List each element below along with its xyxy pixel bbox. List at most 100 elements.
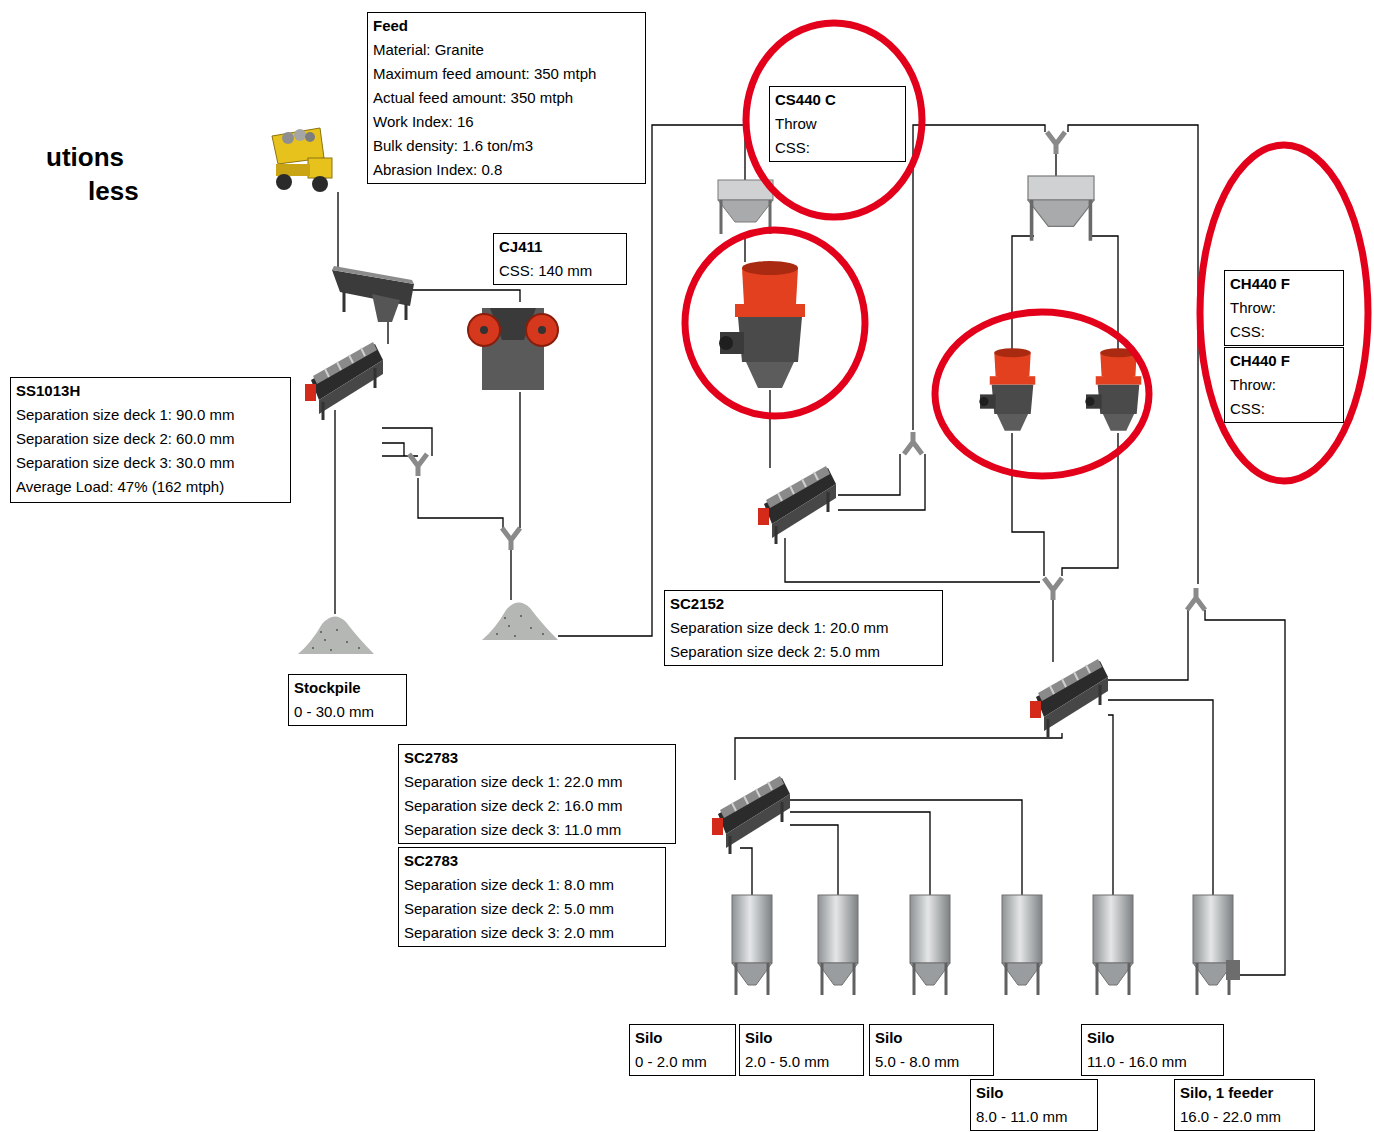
flow-lines: [334, 410, 335, 614]
box-line: CSS:: [1230, 320, 1338, 344]
box-line: 8.0 - 11.0 mm: [976, 1105, 1092, 1129]
box-line: Separation size deck 2: 5.0 mm: [404, 897, 660, 921]
box-line: Separation size deck 1: 8.0 mm: [404, 873, 660, 897]
highlight-ring: [1200, 145, 1368, 481]
equipment-box: SC2783Separation size deck 1: 8.0 mmSepa…: [398, 847, 666, 947]
screen-icon: [305, 342, 383, 420]
box-heading: SC2152: [670, 592, 937, 616]
silo-label: Silo5.0 - 8.0 mm: [869, 1024, 994, 1076]
screen-icon: [1030, 659, 1108, 737]
box-heading: SC2783: [404, 746, 670, 770]
box-heading: Stockpile: [294, 676, 401, 700]
flow-lines: [387, 322, 388, 344]
box-heading: Silo: [745, 1026, 858, 1050]
box-line: Work Index: 16: [373, 110, 640, 134]
flow-lines: [790, 812, 930, 898]
box-line: 2.0 - 5.0 mm: [745, 1050, 858, 1074]
highlight-ring: [935, 312, 1149, 476]
box-line: CSS: 140 mm: [499, 259, 621, 283]
dump-truck: [282, 132, 294, 144]
flow-lines: [337, 192, 338, 268]
box-line: Separation size deck 3: 11.0 mm: [404, 818, 670, 842]
box-line: 0 - 30.0 mm: [294, 700, 401, 724]
vibrating-grizzly-feeder: [332, 266, 414, 284]
highlight-ring: [685, 230, 865, 416]
jaw-crusher: [480, 326, 488, 334]
equipment-box: CH440 FThrow:CSS:: [1224, 270, 1344, 346]
box-line: Separation size deck 3: 30.0 mm: [16, 451, 285, 475]
flow-lines: [1108, 700, 1213, 898]
box-heading: Feed: [373, 14, 640, 38]
vibrating-grizzly-feeder: [344, 292, 406, 320]
box-heading: Silo: [875, 1026, 988, 1050]
flow-lines: [1052, 600, 1053, 662]
dump-truck: [276, 174, 292, 190]
vibrating-grizzly-feeder: [332, 266, 414, 322]
equipment-box: CJ411CSS: 140 mm: [493, 233, 627, 285]
silo-icon: [1093, 895, 1133, 995]
box-line: 16.0 - 22.0 mm: [1180, 1105, 1309, 1129]
box-heading: CH440 F: [1230, 272, 1338, 296]
box-line: 11.0 - 16.0 mm: [1087, 1050, 1218, 1074]
jaw-crusher: [538, 326, 546, 334]
highlight-ring: [746, 23, 922, 217]
merge-icon: [409, 454, 427, 476]
flow-lines: [1012, 236, 1034, 350]
box-line: Material: Granite: [373, 38, 640, 62]
box-line: Separation size deck 2: 16.0 mm: [404, 794, 670, 818]
vibrating-grizzly-feeder: [372, 294, 400, 322]
flow-lines: [735, 733, 1062, 780]
box-line: Separation size deck 1: 20.0 mm: [670, 616, 937, 640]
dump-truck: [276, 164, 310, 176]
flow-lines: [382, 443, 404, 456]
box-line: CSS:: [775, 136, 900, 160]
flow-lines: [1108, 715, 1113, 898]
box-heading: Silo: [1087, 1026, 1218, 1050]
equipment-box: SS1013HSeparation size deck 1: 90.0 mm Se…: [10, 377, 291, 503]
flow-lines: [382, 428, 432, 456]
box-line: Separation size deck 1: 90.0 mm: [16, 403, 285, 427]
screen-icon: [712, 776, 790, 854]
box-line: Throw: [775, 112, 900, 136]
merge-icon: [502, 528, 520, 550]
flow-lines: [790, 825, 838, 898]
flow-lines: [418, 478, 503, 528]
flow-lines: [558, 125, 745, 636]
cone-crusher: [1085, 348, 1141, 431]
box-line: Separation size deck 1: 22.0 mm: [404, 770, 670, 794]
box-heading: SS1013H: [16, 379, 285, 403]
box-line: CSS:: [1230, 397, 1338, 421]
cut-off-heading: less: [88, 176, 139, 206]
equipment-box: CH440 FThrow:CSS:: [1224, 347, 1344, 423]
dump-truck: [312, 176, 328, 192]
box-heading: Silo, 1 feeder: [1180, 1081, 1309, 1105]
flow-lines: [1108, 610, 1188, 680]
screen-icon: [758, 466, 836, 544]
silo-label: Silo11.0 - 16.0 mm: [1081, 1024, 1224, 1076]
silo-icon: [910, 895, 950, 995]
surge-bin-icon: [718, 180, 773, 234]
flow-lines: [1012, 433, 1044, 576]
equipment-box: CS440 CThrowCSS:: [769, 86, 906, 162]
silo-icon: [818, 895, 858, 995]
box-heading: Silo: [635, 1026, 730, 1050]
merge-icon: [1044, 578, 1062, 600]
flow-lines: [790, 800, 1022, 898]
box-line: Bulk density: 1.6 ton/m3: [373, 134, 640, 158]
equipment-box: SC2152Separation size deck 1: 20.0 mmSep…: [664, 590, 943, 666]
flow-lines: [838, 454, 900, 495]
box-heading: CS440 C: [775, 88, 900, 112]
box-line: 5.0 - 8.0 mm: [875, 1050, 988, 1074]
merge-icon: [904, 432, 922, 454]
silo-label: Silo, 1 feeder16.0 - 22.0 mm: [1174, 1079, 1315, 1131]
equipment-box: Stockpile0 - 30.0 mm: [288, 674, 407, 726]
jaw-crusher: [468, 308, 558, 390]
merge-icon: [1047, 132, 1065, 154]
cone-crusher-icon: [719, 261, 805, 388]
box-line: Average Load: 47% (162 mtph): [16, 475, 285, 499]
silo-label: Silo0 - 2.0 mm: [629, 1024, 736, 1076]
box-line: Separation size deck 3: 2.0 mm: [404, 921, 660, 945]
flow-lines: [519, 392, 520, 528]
box-line: Maximum feed amount: 350 mtph: [373, 62, 640, 86]
